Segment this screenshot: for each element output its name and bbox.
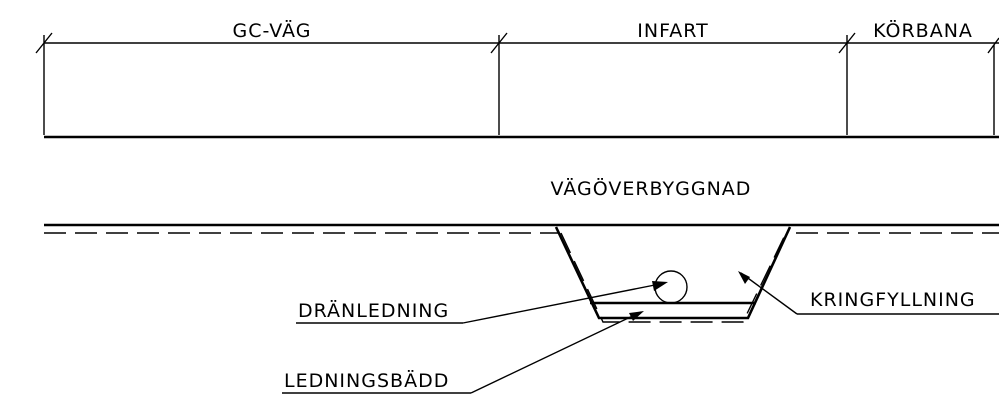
callout-dranledning: DRÄNLEDNING [296,281,668,324]
dimension-label-gc-vag: GC-VÄG [233,19,312,42]
callout-label-kringfyllning: KRINGFYLLNING [810,289,976,311]
layer-label-vagoverbyggnad: VÄGÖVERBYGGNAD [551,177,752,200]
callout-label-ledningsbadd: LEDNINGSBÄDD [284,369,449,392]
arrowhead [629,311,644,321]
trench-geotextile-dashed-line [560,232,787,323]
dimension-line [35,32,999,135]
dimension-label-infart: INFART [637,20,708,42]
callout-kringfyllning: KRINGFYLLNING [738,271,999,315]
arrowhead [652,281,668,291]
trench-outline [554,226,792,320]
callout-label-dranledning: DRÄNLEDNING [298,299,449,322]
callout-ledningsbadd: LEDNINGSBÄDD [282,311,644,394]
dimension-label-korbana: KÖRBANA [873,19,973,42]
arrowhead [738,271,750,284]
